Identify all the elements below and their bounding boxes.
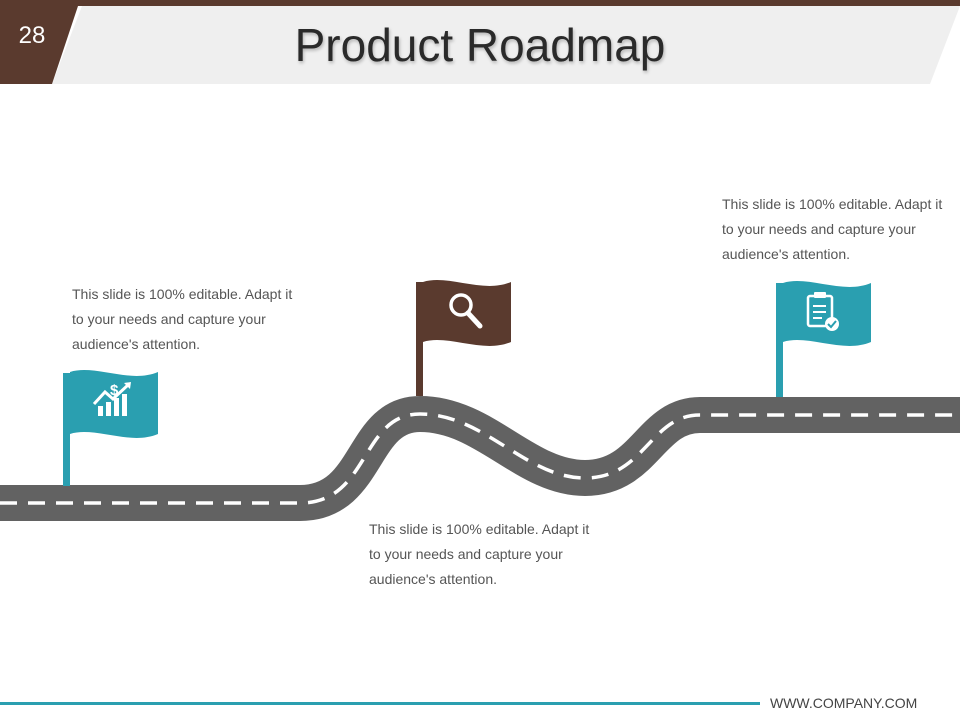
milestone-3-text: This slide is 100% editable. Adapt it to…	[722, 196, 943, 262]
title-header-band	[0, 0, 960, 84]
milestone-2-text: This slide is 100% editable. Adapt it to…	[369, 521, 590, 587]
search-icon	[449, 293, 483, 329]
milestone-1-text: This slide is 100% editable. Adapt it to…	[72, 286, 293, 352]
road-centerline	[0, 412, 960, 505]
milestone-flag-1: $	[63, 370, 158, 486]
page-title: Product Roadmap	[294, 19, 666, 71]
finance-growth-icon: $	[92, 382, 131, 416]
svg-text:$: $	[110, 382, 119, 399]
clipboard-checklist-icon	[806, 292, 839, 331]
milestone-flag-2	[416, 280, 511, 396]
slide-number-tab	[0, 0, 80, 84]
top-accent-bar	[0, 0, 960, 6]
footer-divider	[0, 702, 760, 705]
slide-number: 28	[18, 22, 46, 49]
footer-website: WWW.COMPANY.COM	[770, 695, 918, 711]
milestone-flag-3	[776, 281, 871, 397]
